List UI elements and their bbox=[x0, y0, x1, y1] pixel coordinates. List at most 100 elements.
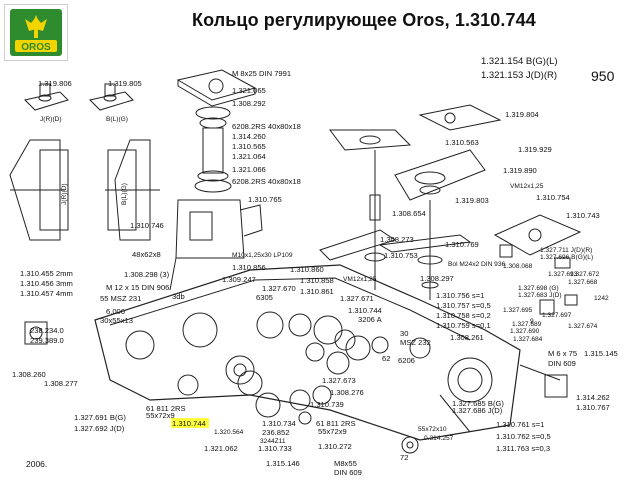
label: 6206 bbox=[398, 356, 415, 365]
label: 55 MSZ 231 bbox=[100, 294, 141, 303]
label: B(L)(G) bbox=[106, 116, 128, 123]
label: MSZ 232 bbox=[400, 338, 431, 347]
label: 1.308.277 bbox=[44, 379, 78, 388]
label: VM12x1,25 bbox=[510, 183, 544, 190]
year-label: 2006. bbox=[26, 459, 48, 469]
label: M 6 x 75 bbox=[548, 349, 577, 358]
label: 1.311.763 s=0,3 bbox=[496, 444, 550, 453]
label: 1.327.697 bbox=[542, 312, 572, 319]
header-code-j: 1.321.153 J(D)(R) bbox=[481, 70, 558, 81]
label: 1.319.803 bbox=[455, 196, 489, 205]
label: 1.319.890 bbox=[503, 166, 537, 175]
label: 1.308.297 bbox=[420, 274, 454, 283]
label: 1.310.769 bbox=[445, 240, 479, 249]
label: 30 bbox=[400, 329, 408, 338]
label: 1.310.733 bbox=[258, 444, 292, 453]
label: 1.310.744 bbox=[348, 306, 382, 315]
part-labels: 1.319.806 1.319.805 J(R)(D) B(L)(G) J(R)… bbox=[12, 69, 618, 477]
label: 1.327.683 J(D) bbox=[518, 292, 562, 299]
label: VM12x1,25 bbox=[343, 276, 377, 283]
label: 1.308.261 bbox=[450, 333, 484, 342]
label: 1.308.276 bbox=[330, 388, 364, 397]
side-views-drawing bbox=[9, 139, 160, 241]
label: 61 811 2RS bbox=[146, 404, 186, 413]
oros-logo-graphic: OROS bbox=[10, 9, 62, 56]
label: 1.310.753 bbox=[384, 251, 418, 260]
label: 1.327.711 J(D)(R) bbox=[540, 247, 592, 254]
label: 1.310.759 s=0,1 bbox=[436, 321, 491, 330]
label: 1.327.689 bbox=[512, 321, 542, 328]
small-parts-right-drawing bbox=[24, 244, 578, 454]
label: M8x55 bbox=[334, 459, 357, 468]
label: 1.320.564 bbox=[214, 429, 244, 436]
label: 62 bbox=[382, 354, 390, 363]
label: 0.314.257 bbox=[424, 435, 454, 442]
label: 1.310.734 bbox=[262, 419, 296, 428]
label: 1.327.690 bbox=[510, 328, 540, 335]
label: 1.327.672 bbox=[570, 271, 600, 278]
page-number: 950 bbox=[591, 68, 615, 84]
label: 1.310.563 bbox=[445, 138, 479, 147]
label: 55x72x9 bbox=[318, 427, 347, 436]
label: 1.310.754 bbox=[536, 193, 570, 202]
label: 1.310.746 bbox=[130, 221, 164, 230]
label: 1.309.247 bbox=[222, 275, 256, 284]
label: 1.327.685 B(G) bbox=[452, 399, 504, 408]
label: M 8x25 DIN 7991 bbox=[232, 69, 291, 78]
label: 1.314.260 bbox=[232, 132, 266, 141]
label: 1.310.739 bbox=[310, 400, 344, 409]
label: 55x72x9 bbox=[146, 411, 175, 420]
label: 1.310.762 s=0,5 bbox=[496, 432, 551, 441]
label: 1.310.860 bbox=[290, 265, 324, 274]
label: 6208.2RS 40x80x18 bbox=[232, 122, 301, 131]
label: 239.389.0 bbox=[30, 336, 64, 345]
label: 1.319.806 bbox=[38, 79, 72, 88]
label: 1.315.145 bbox=[584, 349, 618, 358]
label: 1.315.146 bbox=[266, 459, 300, 468]
label: 1.321.065 bbox=[232, 86, 266, 95]
header-code-b: 1.321.154 B(G)(L) bbox=[481, 56, 558, 67]
label: 1.310.272 bbox=[318, 442, 352, 451]
label: 1.310.856 bbox=[232, 263, 266, 272]
logo-text: OROS bbox=[21, 42, 51, 53]
label: 236.852 bbox=[262, 428, 289, 437]
gear-set-drawing bbox=[177, 311, 389, 425]
label: 6305 bbox=[256, 293, 273, 302]
label: 1.310.757 s=0,5 bbox=[436, 301, 491, 310]
blade-holder-left-drawing bbox=[24, 83, 134, 111]
label: 9 bbox=[530, 318, 534, 325]
label: 1.327.698 (G) bbox=[518, 285, 559, 292]
label: 3db bbox=[172, 292, 185, 301]
label: 3244Z11 bbox=[260, 438, 286, 445]
label: 1.310.761 s=1 bbox=[496, 420, 544, 429]
main-housing-drawing bbox=[94, 264, 521, 441]
label: 1.314.262 bbox=[576, 393, 610, 402]
label: Bol M24x2 DIN 936 bbox=[448, 261, 506, 268]
blade-right-drawing bbox=[319, 104, 582, 300]
label: M 12 x 15 DIN 906 bbox=[106, 283, 169, 292]
label: 1242 bbox=[594, 295, 609, 302]
label: 1.310.858 bbox=[300, 276, 334, 285]
label: 48x62x8 bbox=[132, 250, 161, 259]
label: 1.310.457 4mm bbox=[20, 289, 73, 298]
label: 1.327.671 bbox=[340, 294, 374, 303]
label: 1.310.756 s=1 bbox=[436, 291, 484, 300]
label: 1.327.684 bbox=[513, 336, 543, 343]
label: J(R)(D) bbox=[40, 116, 62, 123]
label: 1.310.767 bbox=[576, 403, 610, 412]
label: 1.327.673 bbox=[322, 376, 356, 385]
label: 55x72x10 bbox=[418, 426, 447, 433]
label: 1.327.670 bbox=[262, 284, 296, 293]
page-title: Кольцо регулирующее Oros, 1.310.744 bbox=[192, 10, 536, 30]
label: 1.327.674 bbox=[568, 323, 598, 330]
label: 1.327.686 J(D) bbox=[452, 406, 503, 415]
label: 1.327.695 bbox=[503, 307, 533, 314]
label: 1.308.068 bbox=[503, 263, 533, 270]
label: 1.310.758 s=0,2 bbox=[436, 311, 491, 320]
oros-logo: OROS bbox=[4, 4, 68, 61]
gearbox-top-assembly-drawing bbox=[169, 69, 263, 291]
label: 61 811 2RS bbox=[316, 419, 356, 428]
label: 1.308.298 (3) bbox=[124, 270, 170, 279]
label: 1.319.805 bbox=[108, 79, 142, 88]
